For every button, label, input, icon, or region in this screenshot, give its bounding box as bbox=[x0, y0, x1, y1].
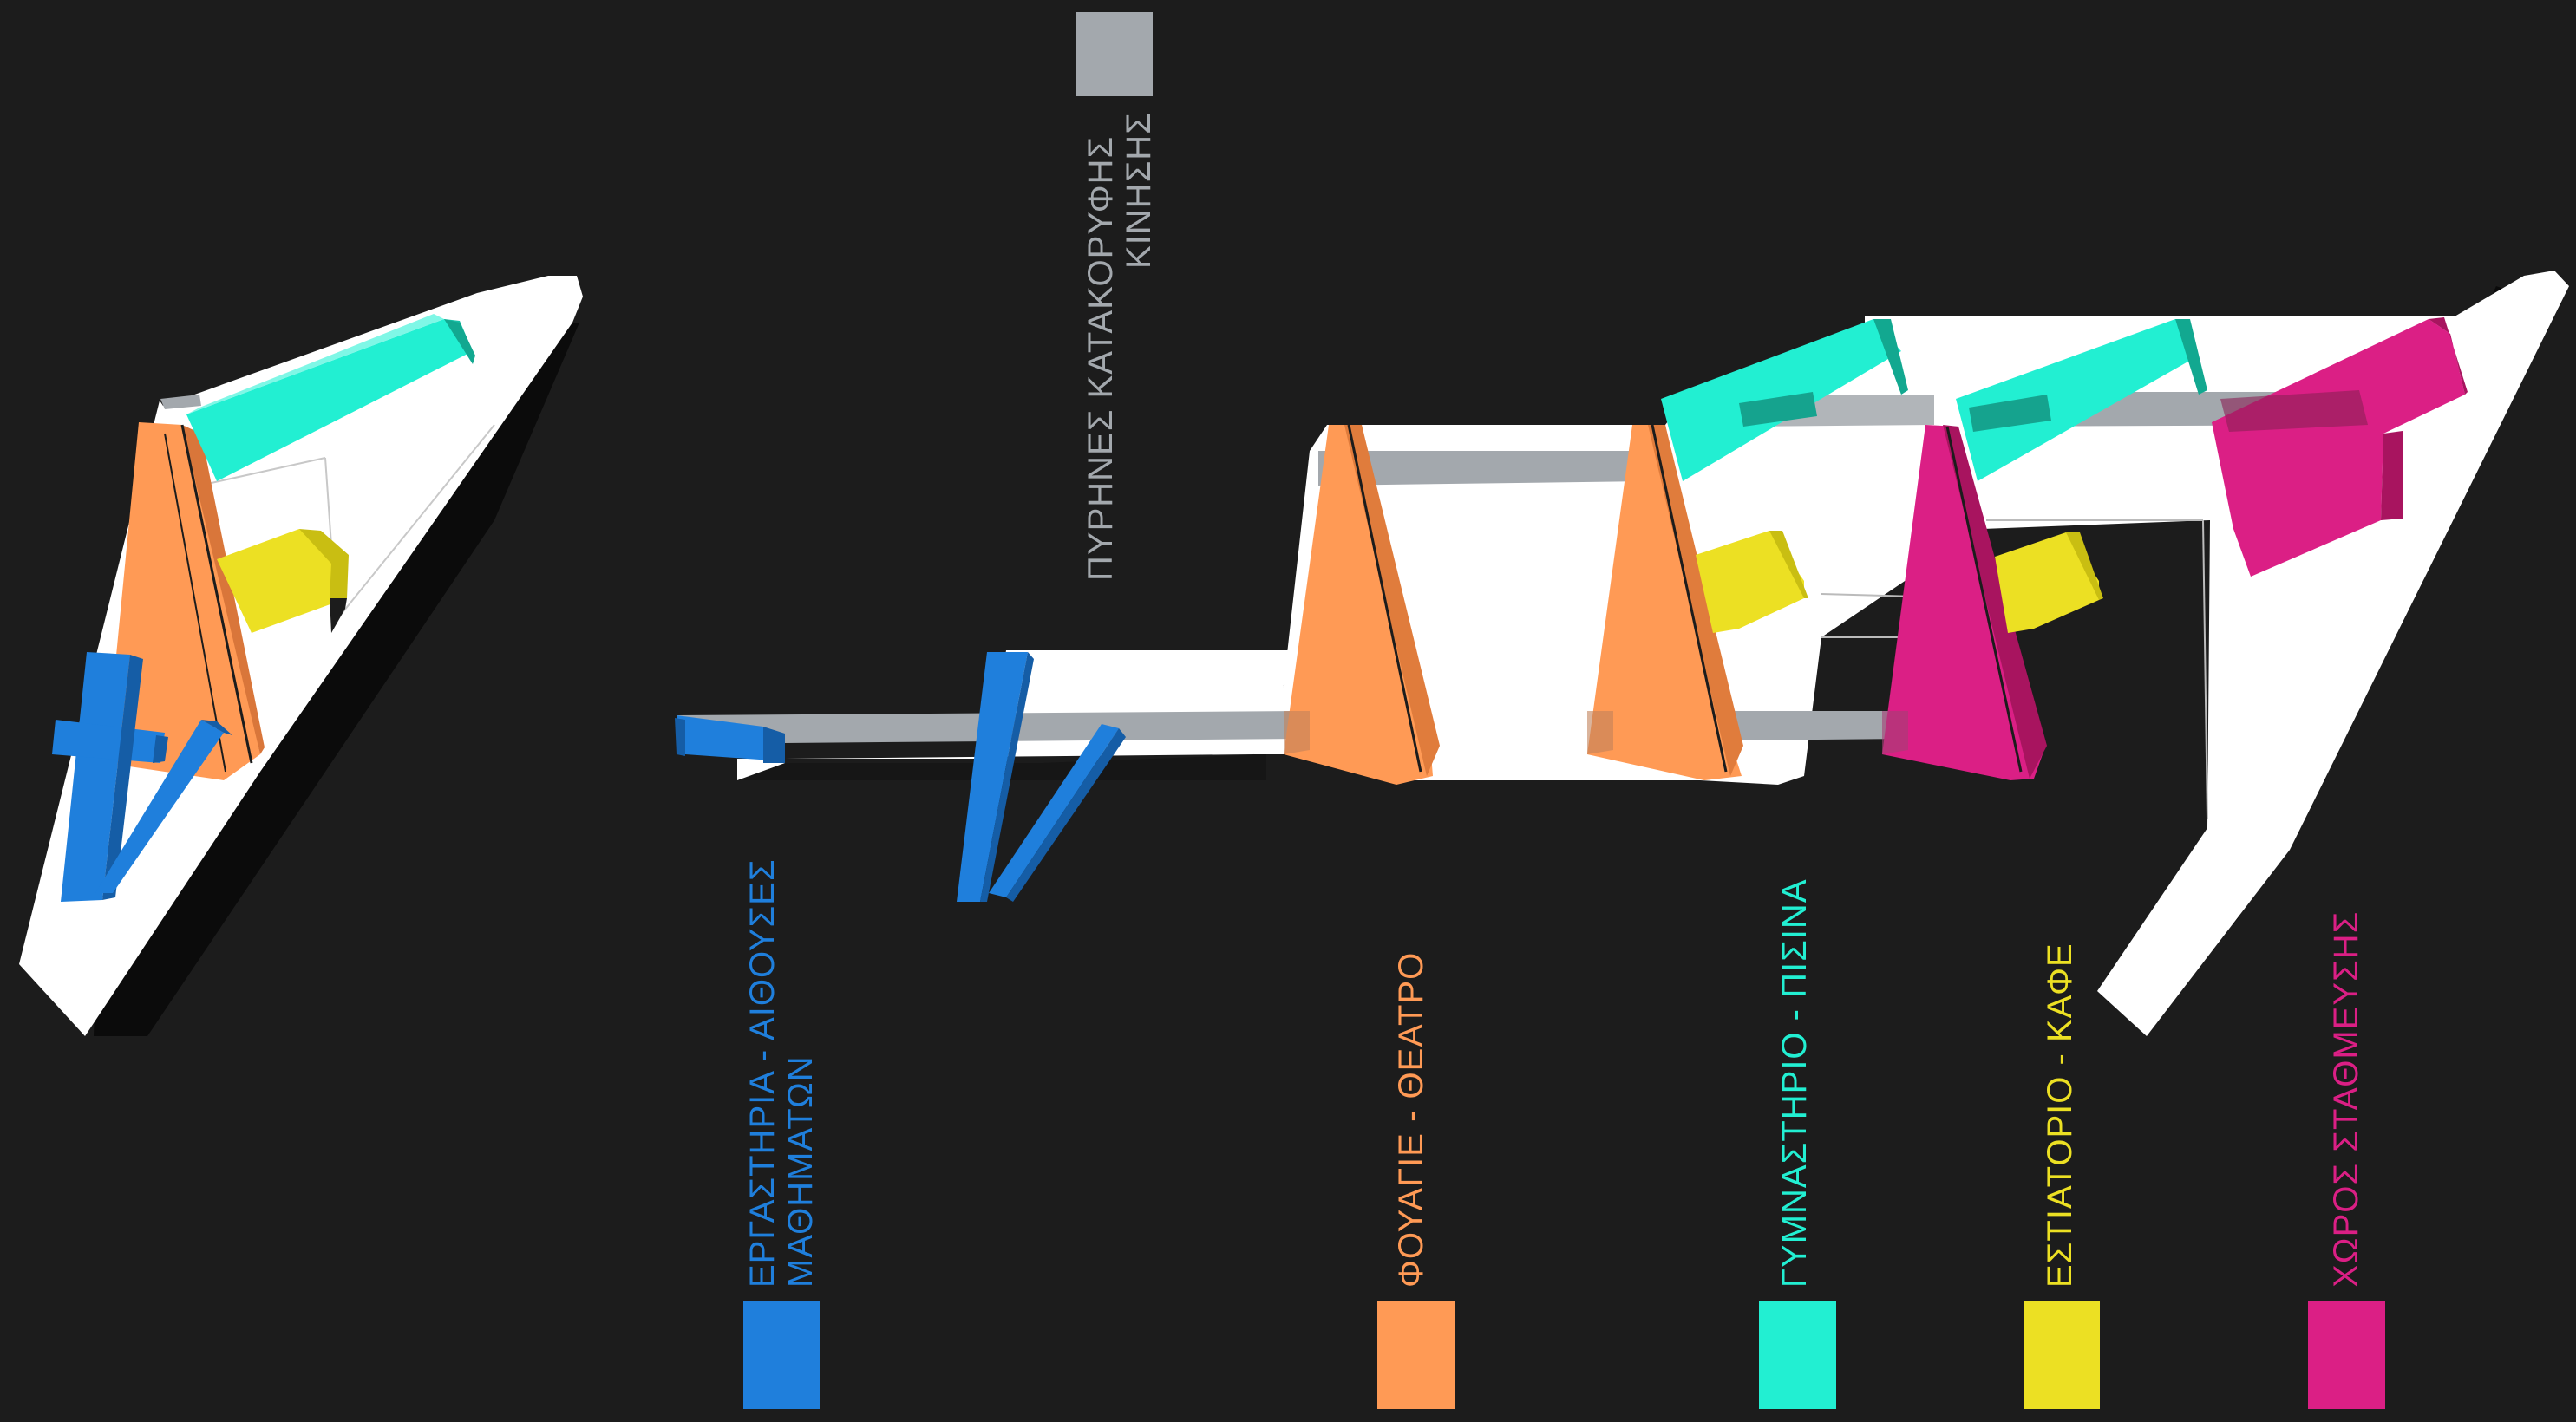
right-labs-classrooms-blocks bbox=[957, 652, 1126, 902]
right-parking-blocks bbox=[1882, 317, 2468, 780]
left-foyer-theatre-block bbox=[106, 422, 265, 780]
legend: ΠΥΡΗΝΕΣ ΚΑΤΑΚΟΡΥΦΗΣ ΚΙΝΗΣΗΣ ΕΡΓΑΣΤΗΡΙΑ -… bbox=[743, 12, 2385, 1409]
legend-label-gym-pool: ΓΥΜΝΑΣΤΗΡΙΟ - ΠΙΣΙΝΑ bbox=[1775, 878, 1814, 1288]
legend-item-restaurant-cafe: ΕΣΤΙΑΤΟΡΙΟ - ΚΑΦΕ bbox=[2024, 943, 2100, 1409]
legend-swatch-parking bbox=[2308, 1301, 2385, 1409]
legend-item-labs-classrooms: ΕΡΓΑΣΤΗΡΙΑ - ΑΙΘΟΥΣΕΣ ΜΑΘΗΜΑΤΩΝ bbox=[743, 858, 820, 1409]
legend-swatch-foyer-theatre bbox=[1377, 1301, 1455, 1409]
legend-swatch-restaurant-cafe bbox=[2024, 1301, 2100, 1409]
legend-item-parking: ΧΩΡΟΣ ΣΤΑΘΜΕΥΣΗΣ bbox=[2308, 911, 2385, 1409]
legend-label-parking: ΧΩΡΟΣ ΣΤΑΘΜΕΥΣΗΣ bbox=[2327, 911, 2365, 1288]
legend-item-foyer-theatre: ΦΟΥΑΓΙΕ - ΘΕΑΤΡΟ bbox=[1377, 952, 1455, 1409]
right-gym-pool-blocks bbox=[1661, 319, 2207, 481]
left-massing-shadow bbox=[94, 323, 579, 1036]
right-labs-block-small bbox=[675, 715, 785, 763]
left-labs-classrooms-blocks bbox=[52, 652, 232, 902]
legend-label-circulation-core-line-1: ΠΥΡΗΝΕΣ ΚΑΤΑΚΟΡΥΦΗΣ bbox=[1082, 136, 1120, 581]
legend-swatch-labs-classrooms bbox=[743, 1301, 820, 1409]
legend-swatch-gym-pool bbox=[1759, 1301, 1836, 1409]
right-building-massing bbox=[675, 271, 2569, 1036]
left-circulation-core bbox=[160, 395, 201, 409]
legend-label-labs-classrooms-line-1: ΕΡΓΑΣΤΗΡΙΑ - ΑΙΘΟΥΣΕΣ bbox=[743, 858, 781, 1288]
legend-item-circulation-core: ΠΥΡΗΝΕΣ ΚΑΤΑΚΟΡΥΦΗΣ ΚΙΝΗΣΗΣ bbox=[1076, 12, 1158, 581]
right-restaurant-cafe-blocks bbox=[1696, 531, 2103, 633]
right-foyer-theatre-block-2 bbox=[1587, 424, 1743, 780]
left-gym-pool-block bbox=[186, 314, 475, 481]
legend-swatch-circulation-core bbox=[1076, 12, 1153, 96]
left-restaurant-cafe-block bbox=[217, 529, 349, 633]
legend-item-gym-pool: ΓΥΜΝΑΣΤΗΡΙΟ - ΠΙΣΙΝΑ bbox=[1759, 878, 1836, 1409]
legend-label-restaurant-cafe: ΕΣΤΙΑΤΟΡΙΟ - ΚΑΦΕ bbox=[2041, 943, 2079, 1288]
left-building-massing bbox=[19, 276, 583, 1036]
legend-label-circulation-core-line-2: ΚΙΝΗΣΗΣ bbox=[1120, 112, 1158, 269]
legend-label-labs-classrooms-line-2: ΜΑΘΗΜΑΤΩΝ bbox=[781, 1055, 820, 1288]
right-foyer-theatre-block-1 bbox=[1284, 424, 1440, 785]
legend-label-foyer-theatre: ΦΟΥΑΓΙΕ - ΘΕΑΤΡΟ bbox=[1392, 952, 1430, 1288]
